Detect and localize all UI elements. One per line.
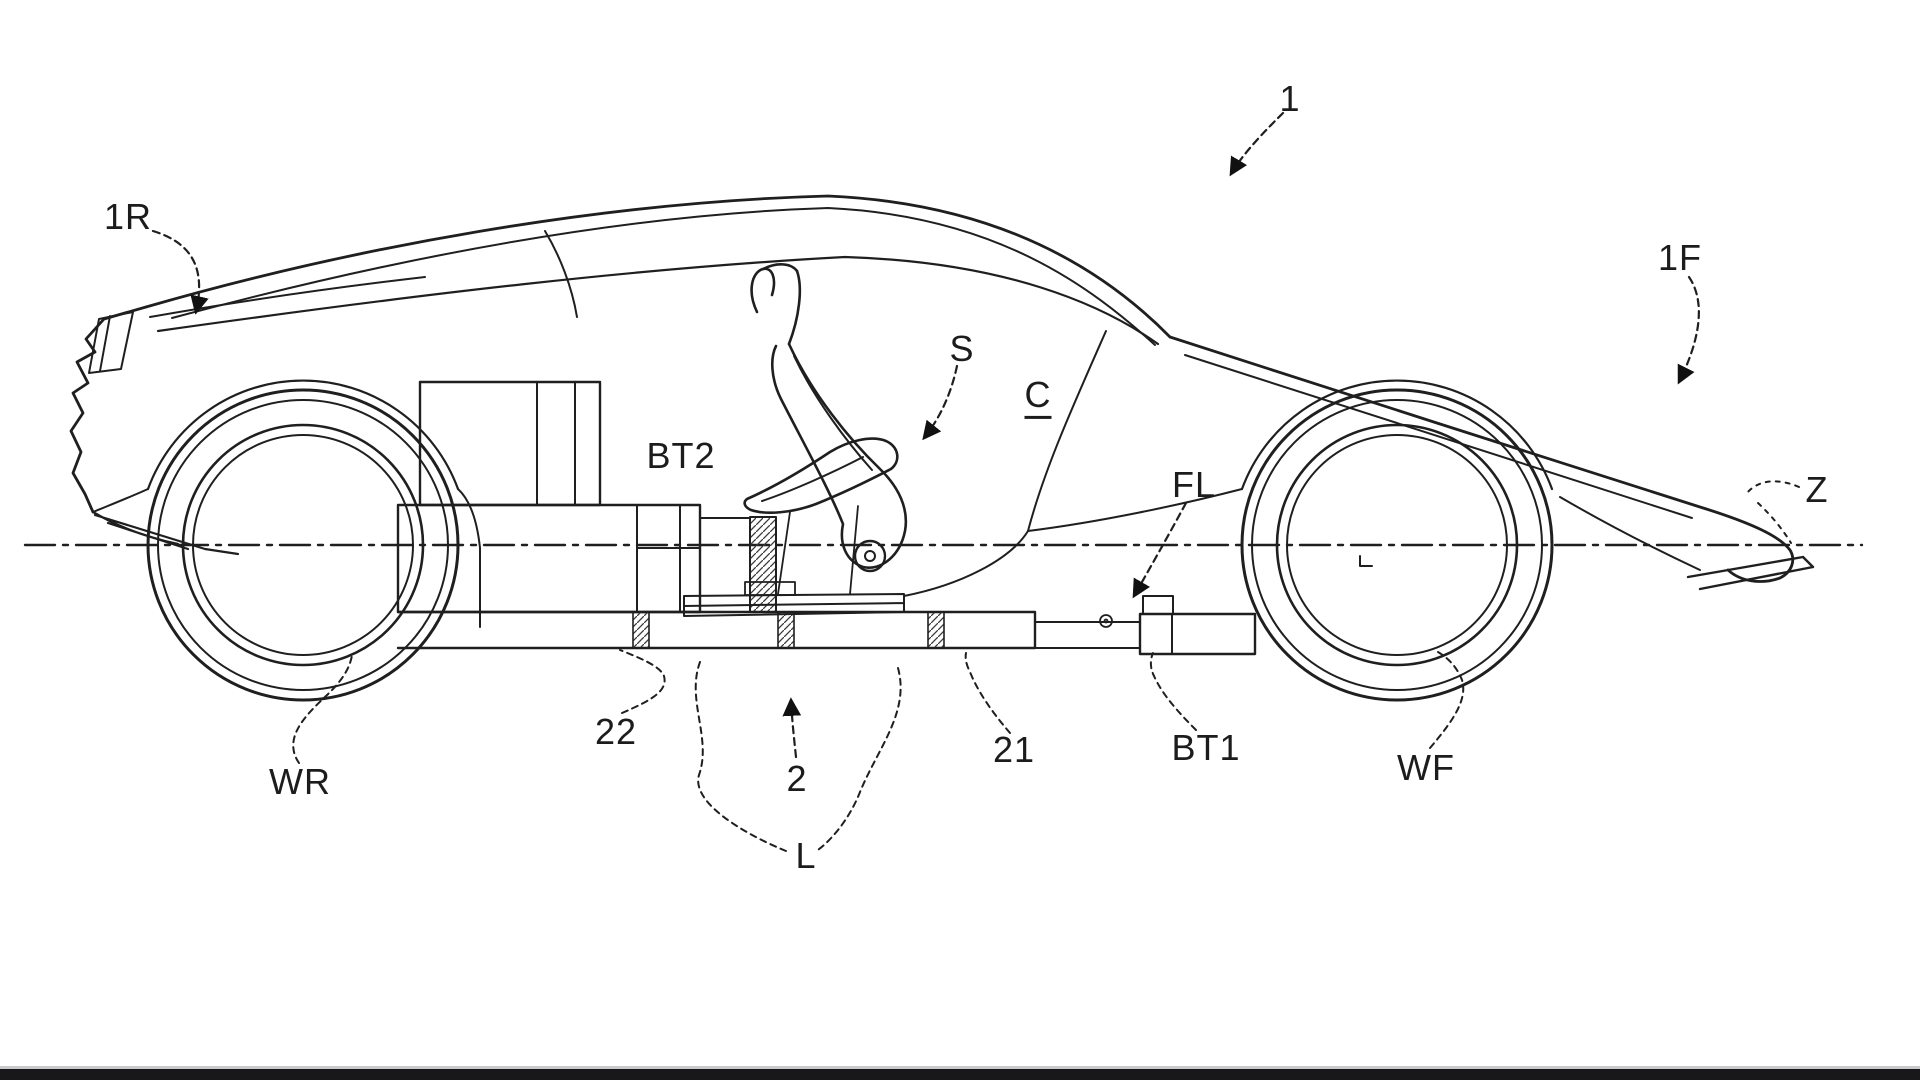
seat: [743, 263, 908, 595]
rear-wheel: [146, 388, 460, 702]
label-1R: 1R: [103, 196, 153, 237]
bottom-bar: [0, 1066, 1920, 1080]
leader-arrows: [151, 111, 1700, 759]
label-2: 2: [786, 758, 808, 799]
label-WR: WR: [269, 761, 331, 802]
label-C: C: [1024, 376, 1052, 419]
label-L: L: [795, 835, 817, 876]
label-22: 22: [594, 711, 638, 752]
label-BT1: BT1: [1171, 727, 1241, 768]
label-1: 1: [1279, 78, 1301, 119]
label-FL: FL: [1171, 464, 1217, 505]
label-S: S: [949, 328, 975, 369]
floor-structure: [396, 581, 1141, 650]
car-body: [69, 194, 1815, 628]
label-21: 21: [992, 729, 1036, 770]
front-wheel: [1240, 388, 1554, 702]
label-BT2: BT2: [646, 435, 716, 476]
leader-lines: [292, 480, 1800, 853]
label-Z: Z: [1805, 469, 1829, 510]
label-1F: 1F: [1657, 237, 1703, 278]
label-WF: WF: [1397, 747, 1455, 788]
